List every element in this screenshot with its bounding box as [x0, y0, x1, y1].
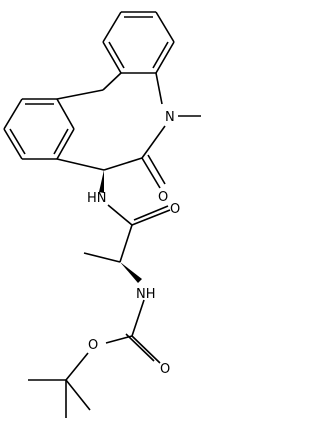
chemical-structure: N O HN O NH O O: [3, 11, 201, 418]
lactam-oxygen-label: O: [158, 190, 168, 205]
lower-benzene-ring: [3, 98, 75, 160]
amide-fragment: [83, 204, 171, 263]
carbonyl-oxygen-label: O: [160, 362, 170, 377]
carbamate-nh-label: NH: [136, 287, 156, 302]
amide-nh-label: HN: [87, 191, 107, 206]
boc-group: [28, 299, 161, 418]
ester-oxygen-label: O: [88, 338, 98, 353]
ring-nitrogen-label: N: [165, 110, 175, 125]
azepine-ring-bonds: [56, 72, 201, 189]
amide-oxygen-label: O: [170, 202, 180, 217]
stereo-wedge-bond: [99, 170, 104, 193]
stereo-wedge-bond-2: [120, 262, 142, 283]
upper-benzene-ring: [102, 11, 175, 74]
